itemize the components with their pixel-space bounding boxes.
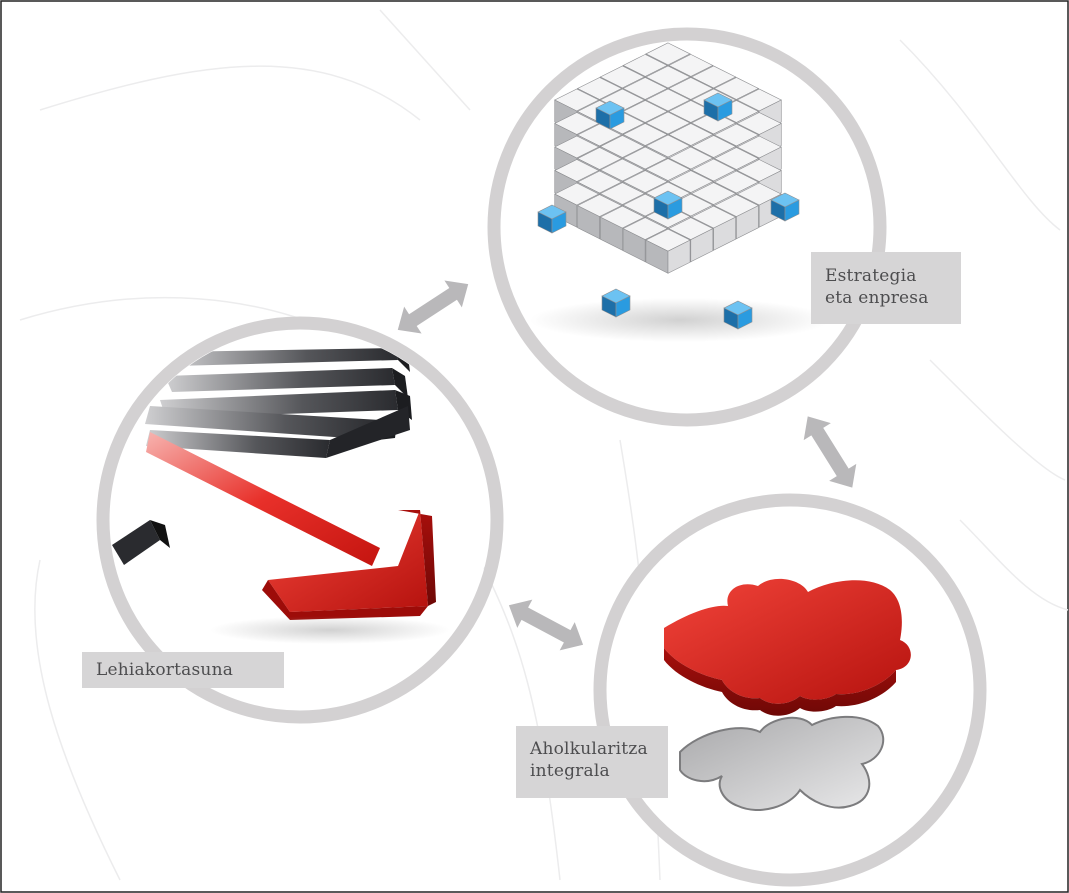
node-ring (96, 316, 504, 724)
label-consulting: Aholkularitza integrala (516, 726, 668, 798)
connector-strategy-consulting (803, 416, 857, 488)
node-ring (593, 493, 987, 887)
label-competitiveness: Lehiakortasuna (82, 652, 284, 688)
node-competitiveness (96, 316, 504, 724)
red-arrow-ahead-illustration (110, 330, 490, 710)
label-strategy: Estrategia eta enpresa (811, 252, 961, 324)
blue-block (703, 92, 733, 122)
blue-block (537, 204, 567, 234)
cube-of-blocks-illustration (501, 41, 873, 413)
blue-block (595, 100, 625, 130)
connector-competitiveness-consulting (508, 599, 584, 651)
blue-block (601, 288, 631, 318)
puzzle-piece-illustration (606, 506, 974, 874)
blue-block (723, 300, 753, 330)
blue-block (770, 192, 800, 222)
background-network-lines (19, 9, 1069, 881)
node-consulting (593, 493, 987, 887)
connector-competitiveness-strategy (397, 280, 469, 334)
node-ring (487, 27, 887, 427)
node-strategy (487, 27, 887, 427)
blue-block (653, 190, 683, 220)
grey-block (645, 228, 691, 274)
